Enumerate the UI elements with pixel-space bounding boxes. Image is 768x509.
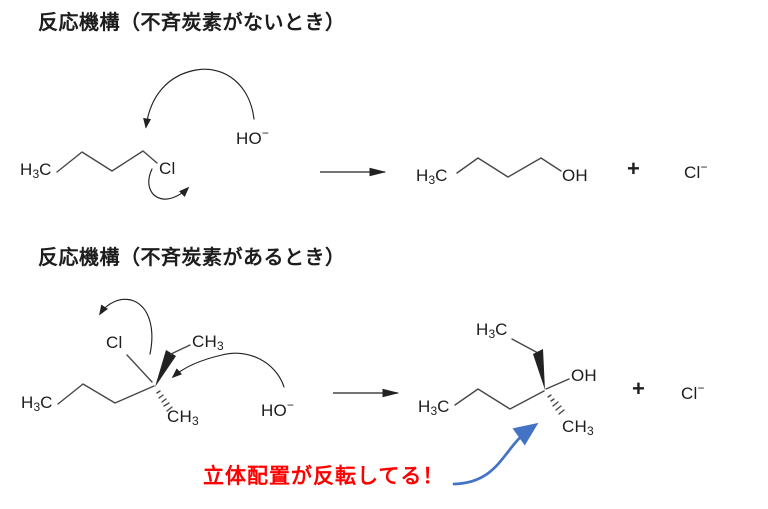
r2-product-h3c-top-label: H3C xyxy=(476,320,508,341)
r2-product-skeleton xyxy=(454,338,570,415)
r1-product-h3c-label: H3C xyxy=(416,166,448,187)
r2-product-oh-label: OH xyxy=(571,366,597,385)
r2-carbon-chlorine-bond xyxy=(126,354,153,383)
r2-reactant-cl-label: Cl xyxy=(106,333,123,352)
r2-product-hash-bond xyxy=(547,394,565,415)
section2-title: 反応機構（不斉炭素があるとき） xyxy=(38,247,346,269)
inversion-highlight-arrow xyxy=(452,422,539,486)
r1-reactant-skeleton xyxy=(56,150,158,173)
r2-wedge-to-ch3-bond xyxy=(170,344,191,355)
r2-product-ch3-hash-label: CH3 xyxy=(562,417,594,438)
r1-leaving-curved-arrow xyxy=(148,168,190,200)
r1-plus-sign: + xyxy=(627,156,641,181)
r2-hash-bond xyxy=(156,390,173,412)
r1-chloride-ion-label: Cl− xyxy=(684,160,708,182)
r2-product-wedge-bond xyxy=(533,349,545,390)
r2-bond-breaking-curved-arrow xyxy=(99,298,153,355)
r2-chloride-ion-label: Cl− xyxy=(681,381,705,403)
r2-reactant-ch3-hash-label: CH3 xyxy=(167,407,199,428)
r1-hydroxide-label: HO− xyxy=(236,126,269,148)
r2-product-h3c-label: H3C xyxy=(418,397,450,418)
r2-wedge-bond xyxy=(155,350,176,387)
r2-product-oh-bond xyxy=(545,378,570,390)
r1-reactant-h3c-label: H3C xyxy=(20,160,52,181)
r1-attack-curved-arrow xyxy=(143,68,255,129)
section1-title: 反応機構（不斉炭素がないとき） xyxy=(38,12,346,34)
r2-reactant-skeleton xyxy=(57,344,191,412)
r1-product-oh-label: OH xyxy=(562,166,588,185)
r2-reactant-ch3-wedge-label: CH3 xyxy=(192,332,224,353)
r2-plus-sign: + xyxy=(632,376,646,401)
r2-hydroxide-label: HO− xyxy=(261,398,294,420)
r2-product-ethyl-top-bond xyxy=(511,338,539,354)
r2-attack-curved-arrow xyxy=(171,352,285,388)
r1-product-skeleton xyxy=(456,157,562,178)
r1-reactant-cl-label: Cl xyxy=(159,159,176,178)
r2-reactant-h3c-label: H3C xyxy=(21,393,53,414)
inversion-note: 立体配置が反転してる！ xyxy=(203,465,445,488)
